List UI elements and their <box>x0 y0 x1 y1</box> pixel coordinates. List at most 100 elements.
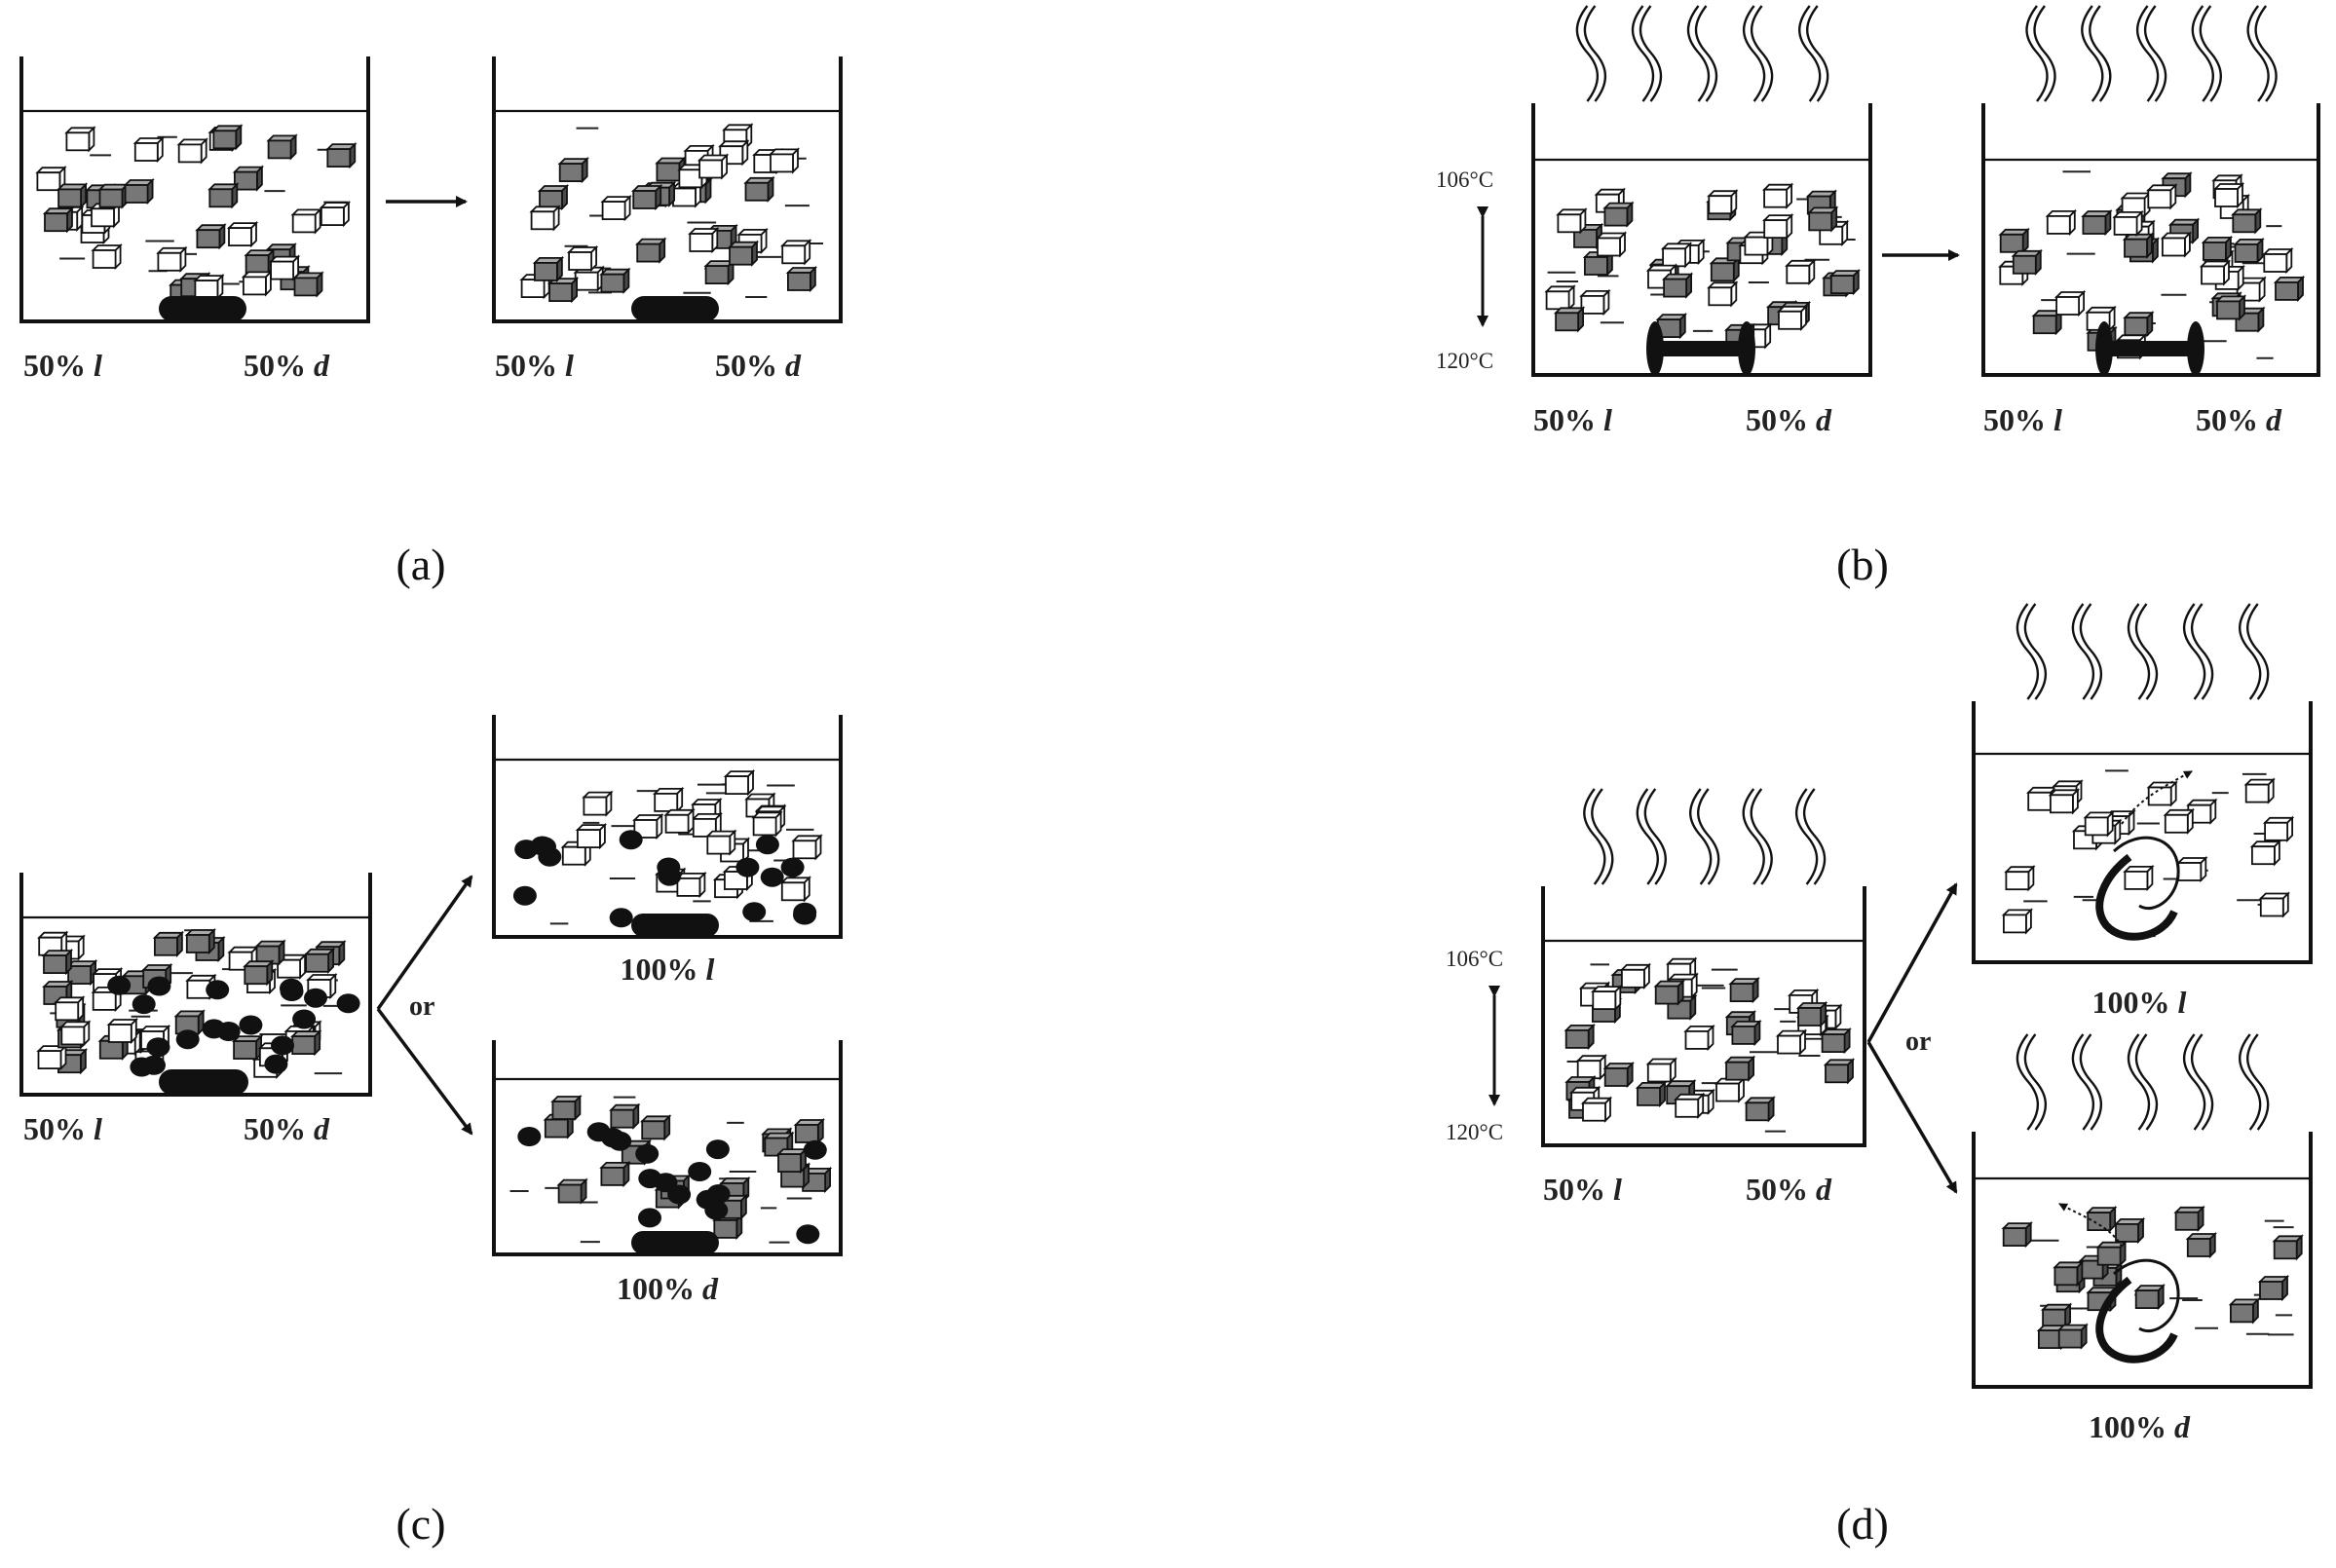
d-crystal <box>255 940 285 965</box>
d-crystal <box>1710 257 1740 282</box>
l-crystal <box>2201 260 2230 285</box>
label-d-start-right: 50% d <box>1746 1172 1832 1207</box>
l-crystal <box>1715 1077 1745 1102</box>
d-crystal <box>551 1096 582 1120</box>
heat-wave <box>2025 4 2056 103</box>
bead <box>292 1009 317 1029</box>
d-crystal <box>1603 202 1634 227</box>
l-crystal <box>1684 1026 1714 1050</box>
d-crystal <box>2053 1261 2084 1287</box>
heat-waves <box>2016 602 2270 701</box>
d-crystal <box>1637 1082 1666 1106</box>
d-crystal <box>1825 1059 1854 1084</box>
heat-wave <box>2071 1032 2103 1132</box>
bead <box>239 1015 263 1035</box>
d-crystal <box>1564 1025 1595 1049</box>
panel-a: 50% l 50% d 50% l 50% d (a) <box>19 56 843 589</box>
arrow-d-down <box>1866 1041 1958 1194</box>
beaker-a-after <box>492 56 843 323</box>
heat-wave <box>1742 4 1774 103</box>
d-crystal <box>1797 1002 1827 1027</box>
d-crystal <box>600 268 630 293</box>
l-crystal <box>2244 778 2275 803</box>
crystals-b-before <box>1545 183 1860 349</box>
d-crystal <box>2115 1218 2144 1243</box>
l-crystal <box>770 148 799 173</box>
d-crystal <box>558 158 588 183</box>
l-crystal <box>60 1021 91 1046</box>
stir-bar <box>159 1069 248 1095</box>
heat-waves <box>1583 787 1827 886</box>
l-crystal <box>133 137 164 162</box>
d-crystal <box>2042 1303 2072 1328</box>
heat-wave <box>2246 4 2278 103</box>
d-crystal <box>2087 1207 2117 1231</box>
d-crystal <box>2234 238 2264 263</box>
temp-b-top: 106°C <box>1436 168 1493 192</box>
label-a-before-right: 50% d <box>244 348 330 383</box>
d-crystal <box>124 179 154 204</box>
crystals-c-bottom <box>544 1096 831 1239</box>
beads-c-bottom <box>517 1122 827 1245</box>
d-crystal <box>2124 233 2153 258</box>
l-crystal <box>55 996 85 1022</box>
bead <box>206 980 230 1000</box>
beads-c-top <box>512 830 817 928</box>
stirrer <box>2095 321 2204 376</box>
d-crystal <box>267 134 297 160</box>
l-crystal <box>1576 1055 1606 1080</box>
l-crystal <box>654 788 684 812</box>
l-crystal <box>1597 232 1626 257</box>
heat-wave <box>1742 787 1773 886</box>
d-crystal <box>641 1115 671 1140</box>
l-crystal <box>65 127 95 152</box>
beaker-outline <box>492 715 843 939</box>
bead <box>142 1055 166 1075</box>
l-crystal <box>320 202 350 227</box>
heat-wave <box>1636 787 1668 886</box>
l-crystal <box>291 208 321 234</box>
bead <box>512 885 537 906</box>
crystals-b-after <box>1999 172 2304 359</box>
d-crystal <box>534 256 563 281</box>
heat-waves <box>2025 4 2278 103</box>
d-crystal <box>245 249 275 275</box>
label-d-start-left: 50% l <box>1543 1172 1622 1207</box>
l-crystal <box>1545 285 1575 311</box>
stir-bar <box>631 914 719 937</box>
l-crystal <box>530 205 560 231</box>
or-label-c: or <box>409 991 434 1022</box>
l-crystal <box>689 228 719 252</box>
d-crystal <box>1725 1056 1754 1081</box>
d-crystal <box>98 183 129 208</box>
d-crystal <box>1663 273 1692 298</box>
beaker-outline <box>492 1040 843 1256</box>
l-crystal <box>781 240 811 265</box>
l-crystal <box>2147 184 2177 209</box>
heat-waves <box>1575 4 1829 103</box>
result-d-bottom: 100% d <box>2089 1409 2191 1444</box>
bead <box>635 1143 659 1164</box>
d-crystal <box>2229 1298 2259 1324</box>
bead <box>202 1019 226 1039</box>
bead <box>107 975 132 995</box>
crystals-d-bottom <box>2002 1206 2303 1349</box>
l-crystal <box>1557 208 1587 234</box>
d-crystal <box>43 950 72 974</box>
crystals-d-start <box>1564 957 1854 1122</box>
l-crystal <box>1592 986 1622 1010</box>
l-crystal <box>1778 305 1807 330</box>
l-crystal <box>752 811 782 837</box>
heat-wave <box>1631 4 1663 103</box>
arrow-c-down <box>376 1007 473 1136</box>
beaker-outline <box>1531 103 1872 377</box>
beaker-d-start <box>1541 787 1866 1147</box>
or-label-d: or <box>1905 1027 1931 1057</box>
beaker-b-after <box>1981 4 2320 377</box>
beaker-outline <box>19 873 372 1097</box>
label-a-after-left: 50% l <box>495 348 574 383</box>
d-crystal <box>2259 1276 2288 1300</box>
heat-wave <box>2182 602 2214 701</box>
d-crystal <box>1745 1097 1775 1122</box>
